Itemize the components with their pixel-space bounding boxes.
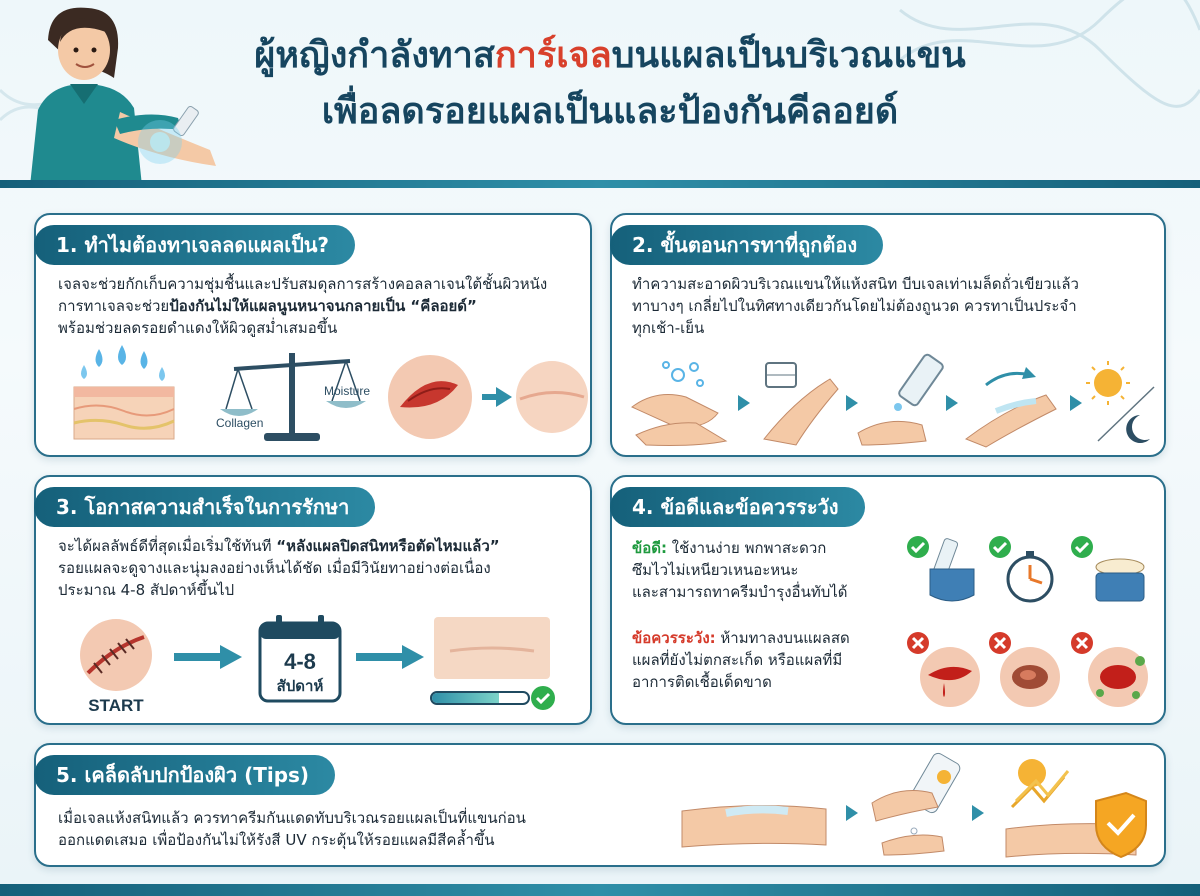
body-line: ข้อดี: ใช้งานง่าย พกพาสะดวก [632,537,912,559]
calendar-weeks-unit: สัปดาห์ [277,677,324,695]
body-line: ออกแดดเสมอ เพื่อป้องกันไม่ให้รังสี UV กร… [58,831,495,849]
calendar-icon: 4-8 สัปดาห์ [258,615,342,703]
skin-layers-moisture-icon [73,345,175,440]
pros-text: ข้อดี: ใช้งานง่าย พกพาสะดวก ซึมไวไม่เหนี… [632,537,912,603]
body-line: ประมาณ 4-8 สัปดาห์ขึ้นไป [58,581,235,599]
title-line-2: เพื่อลดรอยแผลเป็นและป้องกันคีลอยด์ [321,91,899,132]
check-circle-icon [531,686,555,710]
progress-bar [430,691,530,705]
step-arrow-icon [846,395,858,411]
body-emphasis: “หลังแผลปิดสนิทหรือตัดไหมแล้ว” [276,537,500,555]
scab-wound-icon [989,632,1060,707]
pros-label: ข้อดี: [632,539,668,557]
apply-sunscreen-icon [871,752,961,856]
section-tips: 5. เคล็ดลับปกป้องผิว (Tips) เมื่อเจลแห้ง… [34,743,1166,867]
section-body: เมื่อเจลแห้งสนิทแล้ว ควรทาครีมกันแดดทับบ… [58,807,678,851]
body-text: จะได้ผลลัพธ์ดีที่สุดเมื่อเริ่มใช้ทันที [58,537,277,555]
stopwatch-icon [989,536,1054,603]
body-line: แผลที่ยังไม่ตกสะเก็ด หรือแผลที่มี [632,651,843,669]
body-line: การทาเจลจะช่วยป้องกันไม่ให้แผลนูนหนาจนกล… [58,295,588,317]
body-line: อาการติดเชื้อเด็ดขาด [632,673,772,691]
spread-gel-icon [964,367,1057,448]
cons-icons [907,632,1148,707]
section-title: 1. ทำไมต้องทาเจลลดแผลเป็น? [34,225,356,265]
healed-skin-image [434,617,550,679]
step-arrow-icon [738,395,750,411]
body-line: เจลจะช่วยกักเก็บความชุ่มชื้นและปรับสมดุล… [58,275,548,293]
body-emphasis: ป้องกันไม่ให้แผลนูนหนาจนกลายเป็น “คีลอยด… [169,297,477,315]
body-line: ซึมไวไม่เหนียวเหนอะหนะ [632,561,799,579]
section-body: ทำความสะอาดผิวบริเวณแขนให้แห้งสนิท บีบเจ… [632,273,1162,339]
body-line: ทุกเช้า-เย็น [632,319,705,337]
body-line: จะได้ผลลัพธ์ดีที่สุดเมื่อเริ่มใช้ทันที “… [58,535,588,557]
section-title: 3. โอกาสความสำเร็จในการรักษา [34,487,376,527]
calendar-weeks-value: 4-8 [284,649,316,674]
tips-illustration [681,752,1147,859]
progress-fill [432,693,500,703]
woman-applying-gel-illustration [30,7,216,186]
pocket-gel-icon [907,536,975,602]
title-part: ผู้หญิงกำลังทาส [254,35,495,76]
infected-wound-icon [1071,632,1148,707]
body-line: และสามารถทาครีมบำรุงอื่นทับได้ [632,583,848,601]
wash-hands-icon [631,361,728,446]
section-application-steps: 2. ขั้นตอนการทาที่ถูกต้อง ทำความสะอาดผิว… [610,213,1166,457]
balance-scale-icon: Collagen Moisture [216,353,370,441]
cons-label: ข้อควรระวัง: [632,629,716,647]
body-text: ห้ามทาลงบนแผลสด [715,629,850,647]
section-pros-cons: 4. ข้อดีและข้อควรระวัง ข้อดี: ใช้งานง่าย… [610,475,1166,725]
body-line: รอยแผลจะดูจางและนุ่มลงอย่างเห็นได้ชัด เม… [58,559,491,577]
body-line: พร้อมช่วยลดรอยดำแดงให้ผิวดูสม่ำเสมอขึ้น [58,319,338,337]
body-line: ทำความสะอาดผิวบริเวณแขนให้แห้งสนิท บีบเจ… [632,275,1079,293]
arrow-right-icon [356,645,424,669]
step-arrow-icon [946,395,958,411]
arm-with-gel-icon [681,804,827,848]
step-arrow-icon [846,805,858,821]
section-title: 4. ข้อดีและข้อควรระวัง [610,487,865,527]
section-success-chance: 3. โอกาสความสำเร็จในการรักษา จะได้ผลลัพธ… [34,475,592,725]
body-line: ข้อควรระวัง: ห้ามทาลงบนแผลสด [632,627,912,649]
cons-text: ข้อควรระวัง: ห้ามทาลงบนแผลสด แผลที่ยังไม… [632,627,912,693]
section-body: จะได้ผลลัพธ์ดีที่สุดเมื่อเริ่มใช้ทันที “… [58,535,588,601]
protected-arm-icon [1005,759,1147,859]
fresh-wound-icon [907,632,980,707]
section-why-gel: 1. ทำไมต้องทาเจลลดแผลเป็น? เจลจะช่วยกักเ… [34,213,592,457]
body-line: เมื่อเจลแห้งสนิทแล้ว ควรทาครีมกันแดดทับบ… [58,809,526,827]
arrow-right-icon [174,645,242,669]
page-title: ผู้หญิงกำลังทาสการ์เจลบนแผลเป็นบริเวณแขน… [130,28,1090,140]
footer-band [0,884,1200,896]
body-line: ทาบางๆ เกลี่ยไปในทิศทางเดียวกันโดยไม่ต้อ… [632,297,1077,315]
sun-moon-icon [1086,361,1155,443]
body-text: การทาเจลจะช่วย [58,297,170,315]
header: ผู้หญิงกำลังทาสการ์เจลบนแผลเป็นบริเวณแขน… [0,0,1200,186]
section-body: เจลจะช่วยกักเก็บความชุ่มชื้นและปรับสมดุล… [58,273,588,339]
scar-before-after-icon [388,355,588,439]
cream-jar-icon [1071,536,1145,602]
scale-label-moisture: Moisture [324,384,370,398]
section-title: 2. ขั้นตอนการทาที่ถูกต้อง [610,225,884,265]
scale-label-collagen: Collagen [216,416,263,430]
section-title: 5. เคล็ดลับปกป้องผิว (Tips) [34,755,336,795]
steps-illustration [631,353,1155,448]
step-arrow-icon [1070,395,1082,411]
towel-dry-icon [763,362,839,446]
header-divider [0,180,1200,188]
stitched-wound-icon: START [80,619,152,715]
body-text: ใช้งานง่าย พกพาสะดวก [667,539,827,557]
title-accent: การ์เจล [494,35,612,76]
title-line-1: ผู้หญิงกำลังทาสการ์เจลบนแผลเป็นบริเวณแขน [130,28,1090,84]
title-part: บนแผลเป็นบริเวณแขน [611,35,966,76]
start-label: START [88,696,144,715]
pros-icons [907,536,1145,603]
squeeze-gel-tube-icon [857,353,944,446]
step-arrow-icon [972,805,984,821]
